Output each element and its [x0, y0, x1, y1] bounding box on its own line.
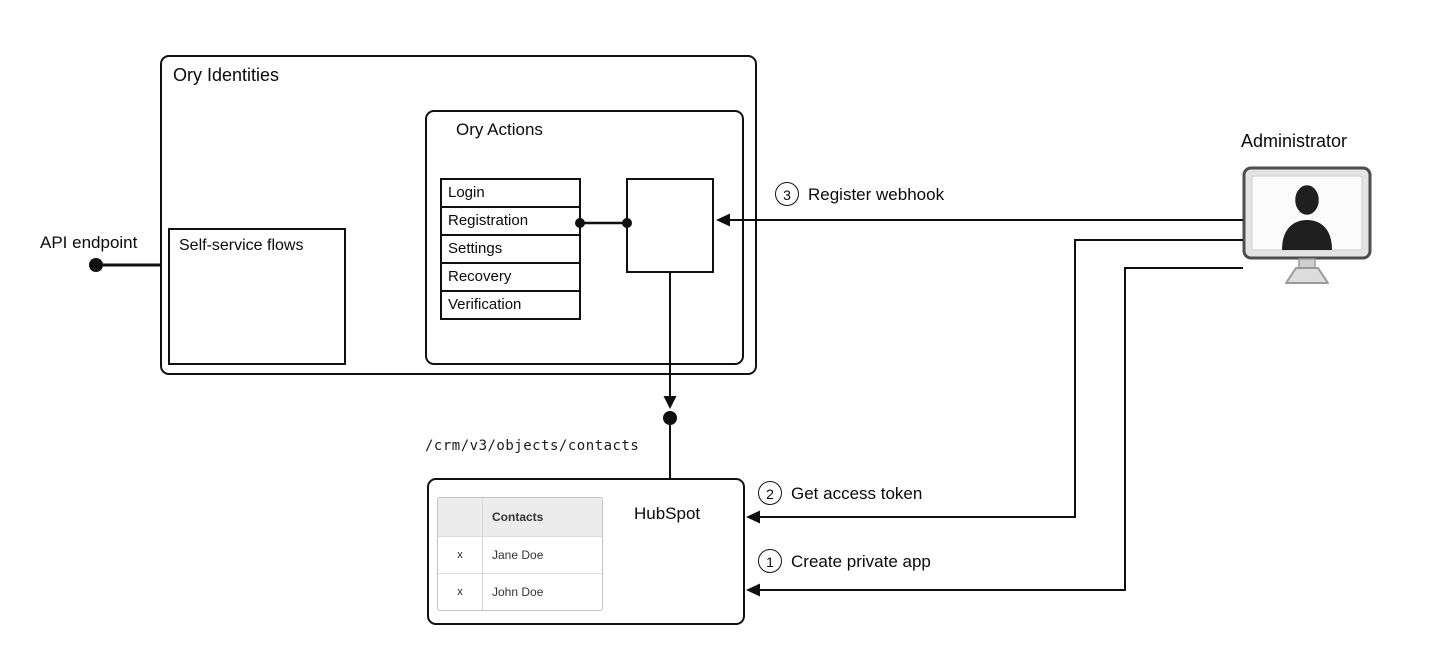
- ory-actions-title: Ory Actions: [456, 120, 543, 139]
- get-access-token-arrow: [746, 239, 1243, 524]
- step-2-label: Get access token: [791, 484, 923, 503]
- step-2-badge: 2: [758, 481, 782, 505]
- administrator-label: Administrator: [1241, 131, 1348, 151]
- hubspot-label: HubSpot: [634, 504, 701, 523]
- flow-item-login: Login: [440, 178, 581, 208]
- contacts-header-name-col: Contacts: [492, 510, 544, 524]
- contact-row-check: x: [438, 537, 483, 573]
- flow-list: Login Registration Settings Recovery Ver…: [440, 178, 581, 320]
- step-3-label: Register webhook: [808, 185, 945, 204]
- flow-item-recovery: Recovery: [440, 262, 581, 292]
- api-endpoint-connector: [89, 258, 161, 272]
- step-3-badge: 3: [775, 182, 799, 206]
- webhook-action-node: [626, 178, 714, 273]
- step-1-label: Create private app: [791, 552, 931, 571]
- contacts-table-header: Contacts: [438, 498, 602, 536]
- administrator-monitor-icon: [1242, 166, 1372, 284]
- step-1-badge: 1: [758, 549, 782, 573]
- contact-row: x John Doe: [438, 573, 602, 610]
- contact-row-check: x: [438, 574, 483, 610]
- flow-item-verification: Verification: [440, 290, 581, 320]
- endpoint-path-label: /crm/v3/objects/contacts: [425, 438, 640, 454]
- flow-item-registration: Registration: [440, 206, 581, 236]
- create-private-app-arrow: [746, 267, 1243, 597]
- contact-row-name: Jane Doe: [492, 548, 544, 562]
- contact-row: x Jane Doe: [438, 536, 602, 573]
- register-webhook-arrow: [716, 213, 1243, 227]
- flow-item-settings: Settings: [440, 234, 581, 264]
- ory-identities-title: Ory Identities: [173, 65, 280, 85]
- api-endpoint-label: API endpoint: [40, 233, 138, 252]
- self-service-flows-box: [168, 228, 346, 365]
- contacts-table: Contacts x Jane Doe x John Doe: [437, 497, 603, 611]
- contacts-header-checkbox-col: [438, 498, 483, 536]
- self-service-flows-label: Self-service flows: [179, 237, 304, 254]
- contact-row-name: John Doe: [492, 585, 544, 599]
